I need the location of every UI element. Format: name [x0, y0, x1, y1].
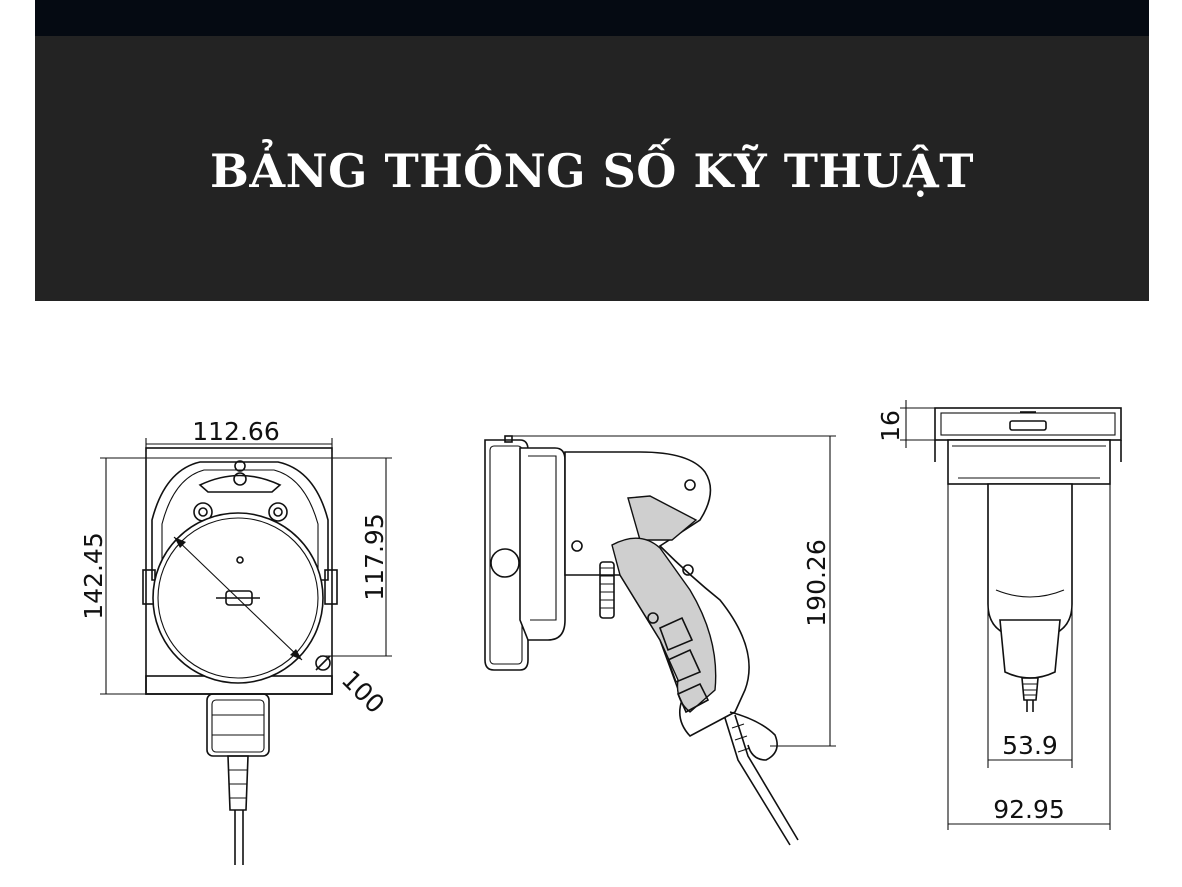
dim-front-body-height: 117.95	[360, 513, 389, 600]
page-title: BẢNG THÔNG SỐ KỸ THUẬT	[210, 144, 974, 198]
dim-bottom-inner: 53.9	[1002, 731, 1058, 760]
dim-bottom-outer: 92.95	[993, 795, 1065, 824]
title-banner: BẢNG THÔNG SỐ KỸ THUẬT	[35, 36, 1149, 301]
dim-front-width: 112.66	[192, 417, 279, 446]
dim-top-flange: 16	[876, 410, 905, 442]
top-strip	[35, 0, 1149, 36]
top-view	[900, 400, 1122, 830]
side-view	[484, 435, 836, 846]
dim-side-height: 190.26	[802, 539, 831, 626]
dim-front-total-height: 142.45	[79, 532, 108, 619]
front-view	[100, 438, 392, 865]
dim-blade-diameter: 100	[336, 665, 390, 719]
